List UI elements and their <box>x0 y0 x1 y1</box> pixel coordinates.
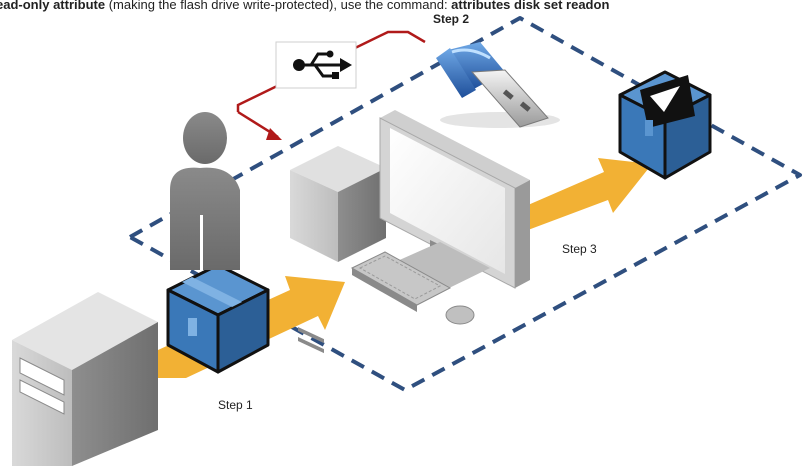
user-silhouette-icon <box>170 112 240 270</box>
caption-bold-1: ead-only attribute <box>0 0 106 12</box>
caption-bold-2: attributes disk set readon <box>451 0 610 12</box>
desktop-computer-icon <box>290 110 530 354</box>
usb-connector-line <box>236 30 426 140</box>
locked-package-icon <box>618 70 712 180</box>
step-3-label: Step 3 <box>562 242 597 256</box>
step-1-label: Step 1 <box>218 398 253 412</box>
package-box-icon <box>166 263 270 374</box>
dashed-network-border <box>128 16 802 392</box>
usb-icon <box>275 41 357 89</box>
server-tower-icon <box>12 292 158 466</box>
flash-drive-icon <box>436 42 560 128</box>
instruction-caption: ead-only attribute (making the flash dri… <box>0 0 803 13</box>
step-2-label: Step 2 <box>433 12 470 26</box>
caption-text: (making the flash drive write-protected)… <box>105 0 452 12</box>
step-3-arrow <box>528 158 652 230</box>
